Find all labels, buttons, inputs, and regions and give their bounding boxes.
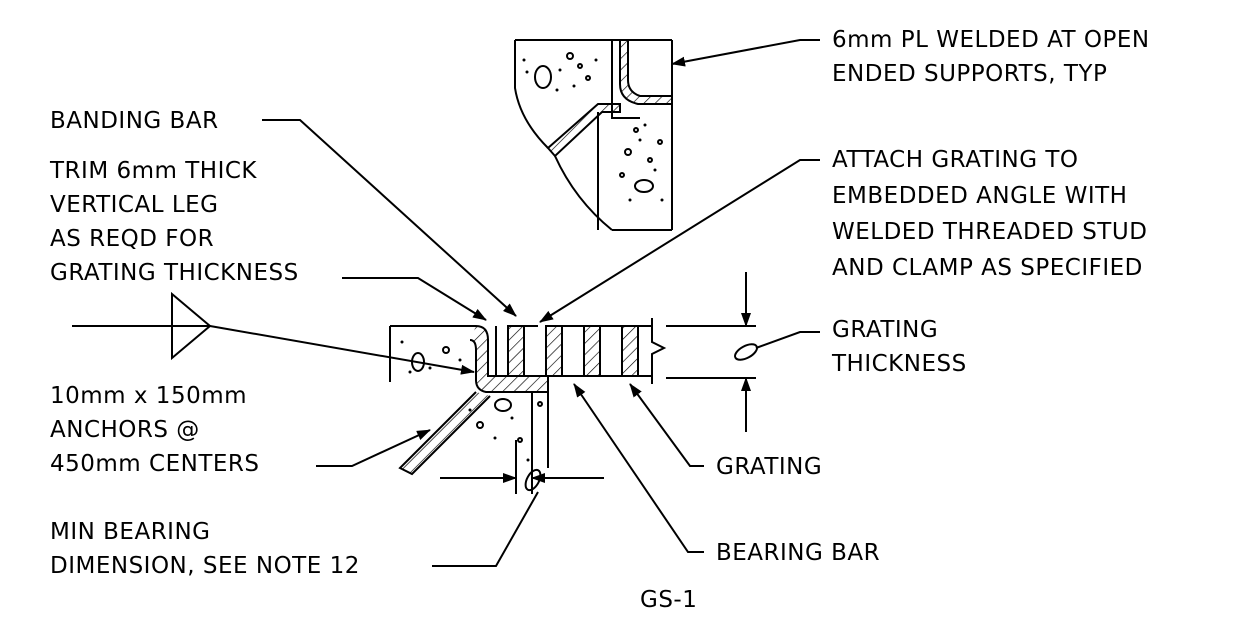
bearing-bar-2 <box>545 325 563 377</box>
main-section <box>389 318 667 476</box>
inset-aggregate-dots <box>522 58 664 202</box>
bearing-bar-4 <box>621 325 639 377</box>
embedded-angle <box>469 325 549 393</box>
label-min-bearing-line-2: DIMENSION, SEE NOTE 12 <box>50 553 360 579</box>
weld-symbol <box>72 291 475 375</box>
label-trim-line-4: GRATING THICKNESS <box>50 260 299 286</box>
label-anchors-line-2: ANCHORS @ <box>50 417 200 443</box>
min-bearing-dimension <box>432 440 604 567</box>
label-attach-line-2: EMBEDDED ANGLE WITH <box>832 183 1128 209</box>
label-trim-line-3: AS REQD FOR <box>50 226 215 252</box>
leaders <box>262 39 820 553</box>
break-line <box>651 318 667 384</box>
label-grating-thickness-line-2: THICKNESS <box>832 351 967 377</box>
bearing-bar-3 <box>583 325 601 377</box>
label-attach-line-1: ATTACH GRATING TO <box>832 147 1079 173</box>
label-banding-bar: BANDING BAR <box>50 108 219 134</box>
label-bearing-bar: BEARING BAR <box>716 540 881 566</box>
label-min-bearing-line-1: MIN BEARING <box>50 519 211 545</box>
label-attach-line-3: WELDED THREADED STUD <box>832 219 1148 245</box>
inset-concrete-edge-left <box>514 40 549 149</box>
concrete-sloped-edge <box>398 391 491 476</box>
label-anchors-line-3: 450mm CENTERS <box>50 451 260 477</box>
sheet-label: GS-1 <box>640 587 698 613</box>
inset-bent-plate <box>619 39 673 105</box>
label-pl-welded-line-2: ENDED SUPPORTS, TYP <box>832 61 1108 87</box>
label-anchors-line-1: 10mm x 150mm <box>50 383 248 409</box>
main-aggregate-dots <box>400 340 530 462</box>
inset-concrete-edge-right <box>611 88 640 119</box>
label-trim-line-2: VERTICAL LEG <box>50 192 219 218</box>
label-grating: GRATING <box>716 454 823 480</box>
bearing-bar-1 <box>507 325 525 377</box>
label-attach-line-4: AND CLAMP AS SPECIFIED <box>832 255 1143 281</box>
grating-thickness-dimension <box>666 272 820 432</box>
inset-angle <box>546 103 621 158</box>
label-pl-welded-line-1: 6mm PL WELDED AT OPEN <box>832 27 1150 53</box>
inset-lower-curve <box>554 155 613 231</box>
label-grating-thickness-line-1: GRATING <box>832 317 939 343</box>
inset-detail <box>514 39 673 231</box>
label-trim-line-1: TRIM 6mm THICK <box>50 158 257 184</box>
